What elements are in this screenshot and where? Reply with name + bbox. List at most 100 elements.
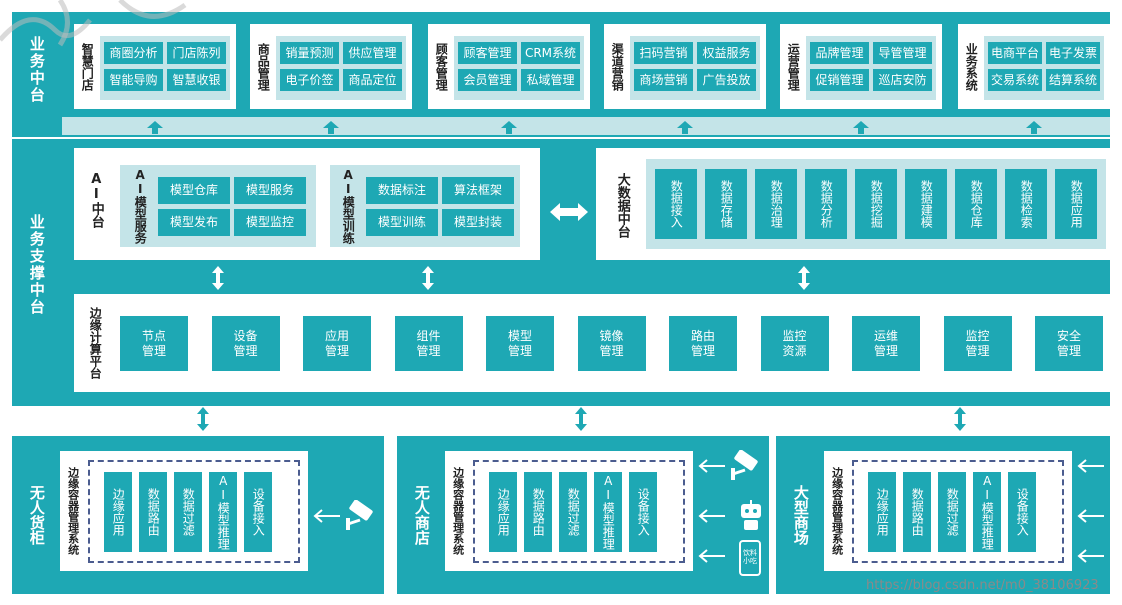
up-arrow-stem: [152, 128, 158, 134]
bigdata-cell: 数据分析: [805, 169, 847, 239]
left-arrow-icon: [313, 509, 340, 523]
security-camera-icon: [1110, 450, 1122, 480]
container-item-cell: 数据路由: [139, 472, 167, 552]
top-item-cell: 商品定位: [343, 69, 402, 91]
ai-train-cell: 模型训练: [366, 209, 438, 236]
top-item-cell: 促销管理: [810, 69, 869, 91]
top-item-cell: 巡店安防: [873, 69, 932, 91]
bigdata-cell: 数据检索: [1005, 169, 1047, 239]
bigdata-cell: 数据治理: [755, 169, 797, 239]
site-label: 无人商店: [412, 485, 431, 545]
top-item-cell: 结算系统: [1046, 69, 1100, 91]
container-item-cell: AI模型推理: [209, 472, 237, 552]
business-platform-label: 业务中台: [27, 36, 46, 104]
top-item-cell: 商场营销: [634, 69, 693, 91]
container-item-cell: AI模型推理: [973, 472, 1001, 552]
edge-cell: 模型 管理: [486, 316, 554, 371]
container-item-cell: 设备接入: [629, 472, 657, 552]
bidirectional-arrow-icon: [550, 203, 588, 221]
ai-train-cell: 算法框架: [442, 177, 514, 204]
edge-cell: 监控 管理: [943, 316, 1012, 371]
top-group-label: 顾客管理: [434, 43, 449, 91]
container-dashed-box: [852, 460, 1064, 563]
bigdata-cell: 数据接入: [655, 169, 697, 239]
support-platform-label: 业务支撑中台: [27, 214, 46, 316]
ai-service-cell: 模型监控: [234, 209, 306, 236]
bigdata-cell: 数据应用: [1055, 169, 1097, 239]
container-item-cell: 数据过滤: [938, 472, 966, 552]
top-item-cell: 销量预测: [280, 42, 339, 64]
edge-cell: 安全 管理: [1035, 316, 1103, 371]
top-item-cell: 品牌管理: [810, 42, 869, 64]
vertical-double-arrow-icon: [954, 407, 966, 431]
container-item-cell: 数据路由: [524, 472, 552, 552]
left-arrow-icon: [1077, 509, 1104, 523]
site-label: 无人货柜: [27, 485, 46, 545]
edge-cell: 运维 管理: [852, 316, 920, 371]
edge-cell: 设备 管理: [211, 316, 280, 371]
edge-cell: 节点 管理: [120, 316, 188, 371]
ai-train-cell: 数据标注: [366, 177, 438, 204]
top-item-cell: 顾客管理: [458, 42, 517, 64]
edge-cell: 镜像 管理: [577, 316, 646, 371]
left-arrow-icon: [698, 509, 725, 523]
watermark-stamp-icon: [0, 0, 187, 47]
container-system-label: 边缘容器管理系统: [451, 467, 465, 555]
top-connector-strip: [62, 117, 1110, 135]
top-item-cell: 智慧收银: [167, 69, 226, 91]
container-item-cell: 数据路由: [903, 472, 931, 552]
top-item-cell: 导管管理: [873, 42, 932, 64]
vending-machine-icon: 饮料小吃: [1118, 540, 1122, 576]
vertical-double-arrow-icon: [197, 407, 209, 431]
top-group-label: 智慧门店: [80, 43, 95, 91]
bigdata-platform-label: 大数据中台: [614, 172, 630, 238]
up-arrow-icon: [147, 121, 163, 128]
up-arrow-stem: [1031, 128, 1037, 134]
up-arrow-icon: [1026, 121, 1042, 128]
top-item-cell: 权益服务: [697, 42, 756, 64]
vertical-double-arrow-icon: [798, 266, 810, 290]
container-item-cell: 边缘应用: [489, 472, 517, 552]
vertical-double-arrow-icon: [575, 407, 587, 431]
up-arrow-icon: [853, 121, 869, 128]
container-system-label: 边缘容器管理系统: [66, 467, 80, 555]
ai-service-cell: 模型服务: [234, 177, 306, 204]
bigdata-cell: 数据建模: [905, 169, 947, 239]
top-item-cell: 交易系统: [988, 69, 1042, 91]
top-group-label: 渠道营销: [610, 43, 625, 91]
container-item-cell: 边缘应用: [868, 472, 896, 552]
up-arrow-stem: [682, 128, 688, 134]
up-arrow-stem: [506, 128, 512, 134]
container-item-cell: 数据过滤: [559, 472, 587, 552]
edge-cell: 路由 管理: [669, 316, 737, 371]
container-dashed-box: [473, 460, 685, 563]
container-item-cell: AI模型推理: [594, 472, 622, 552]
edge-cell: 应用 管理: [303, 316, 371, 371]
up-arrow-icon: [501, 121, 517, 128]
ai-train-label: AI模型训练: [341, 168, 356, 244]
left-arrow-icon: [698, 549, 725, 563]
container-item-cell: 数据过滤: [174, 472, 202, 552]
top-item-cell: 门店陈列: [167, 42, 226, 64]
left-arrow-icon: [698, 459, 725, 473]
up-arrow-stem: [328, 128, 334, 134]
edge-platform-label: 边缘计算平台: [88, 307, 103, 379]
top-item-cell: 电子发票: [1046, 42, 1100, 64]
top-item-cell: 电子价签: [280, 69, 339, 91]
top-group-label: 运营管理: [786, 43, 801, 91]
edge-cell: 监控 资源: [760, 316, 829, 371]
up-arrow-icon: [323, 121, 339, 128]
container-item-cell: 设备接入: [244, 472, 272, 552]
bigdata-cell: 数据存储: [705, 169, 747, 239]
vertical-double-arrow-icon: [212, 266, 224, 290]
up-arrow-stem: [858, 128, 864, 134]
security-camera-icon: [731, 450, 758, 480]
security-camera-icon: [346, 500, 373, 530]
watermark: https://blog.csdn.net/m0_38106923: [866, 578, 1099, 593]
ai-platform-label: AI中台: [88, 172, 104, 228]
bigdata-cell: 数据仓库: [955, 169, 997, 239]
site-label: 大型商场: [791, 485, 810, 545]
vertical-double-arrow-icon: [422, 266, 434, 290]
top-group-label: 业务系统: [964, 43, 979, 91]
top-item-cell: 电商平台: [988, 42, 1042, 64]
